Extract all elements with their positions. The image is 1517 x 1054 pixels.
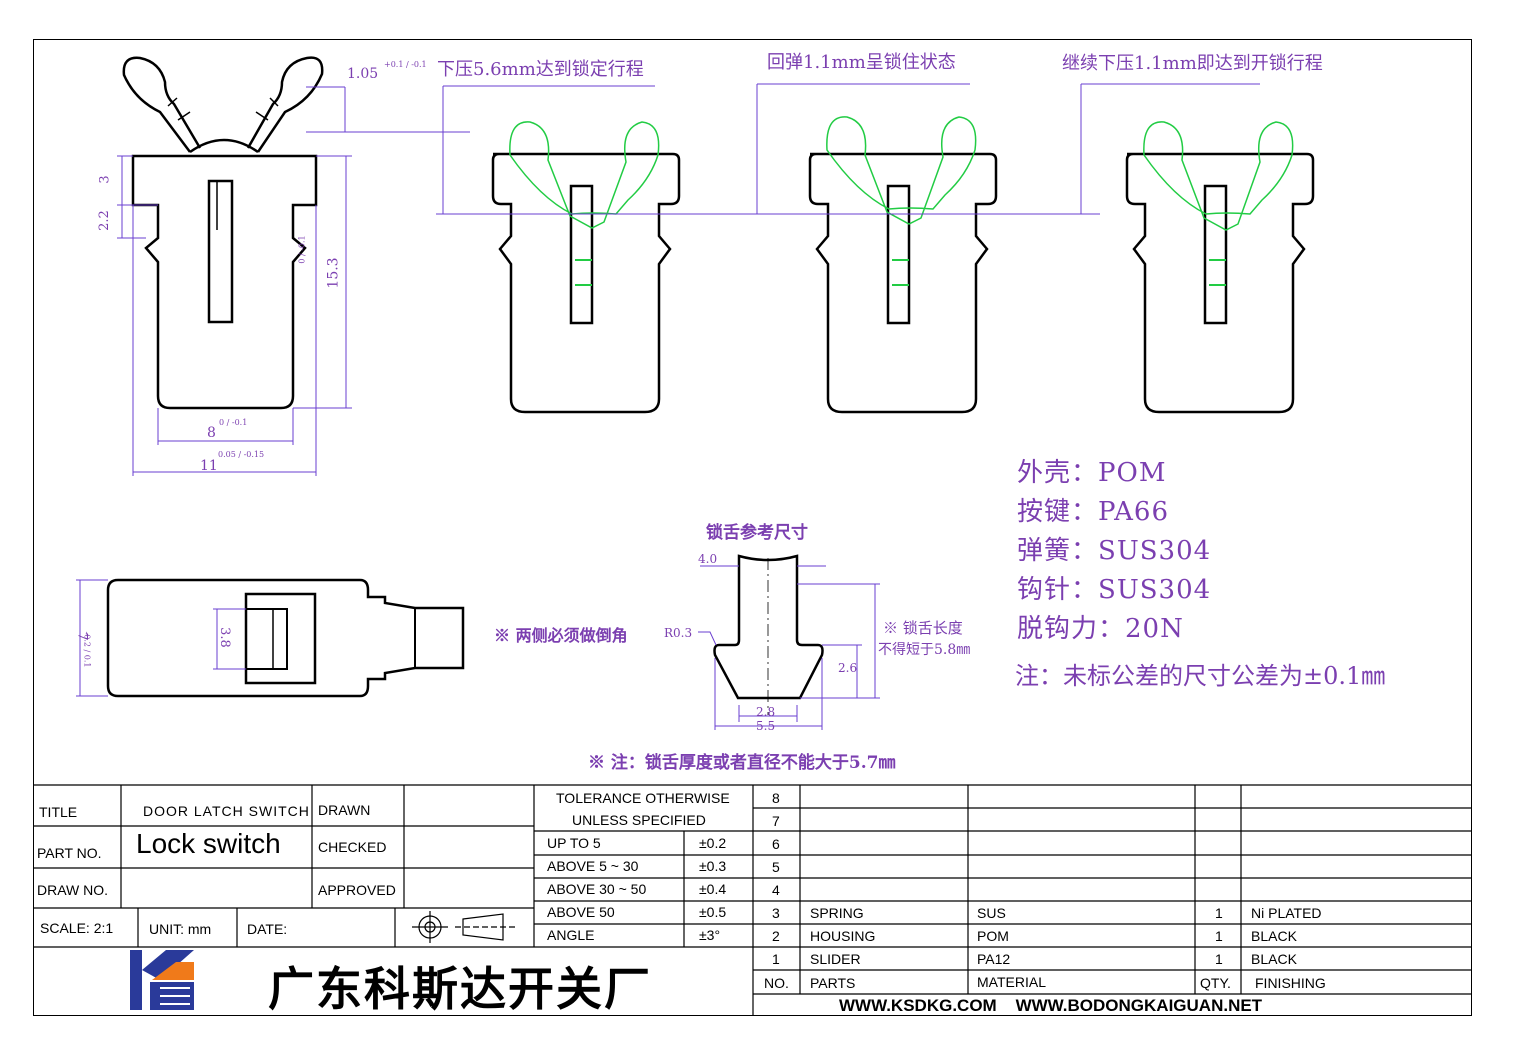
dim-3-8: 3.8	[216, 627, 232, 648]
dim-1-05: 1.05	[347, 66, 379, 82]
material-row: 外壳：POM	[1017, 458, 1167, 488]
step2-label: 回弹1.1mm呈锁住状态	[767, 52, 956, 73]
dim-4-0: 4.0	[698, 552, 718, 566]
state-view-3	[1125, 121, 1315, 414]
step1-label: 下压5.6mm达到锁定行程	[437, 59, 644, 80]
tongue-title: 锁舌参考尺寸	[706, 523, 808, 543]
tongue-reference	[698, 554, 880, 730]
part-value: Lock switch	[136, 828, 281, 859]
bom-finishing: Ni PLATED	[1251, 905, 1322, 921]
dim-2-2: 2.2	[96, 210, 112, 231]
dim-5-5: 5.5	[756, 719, 776, 733]
state-dimension-lines	[436, 83, 1260, 215]
title-value: DOOR LATCH SWITCH	[143, 803, 310, 819]
bom-row-number: 5	[772, 859, 780, 875]
drawn-label: DRAWN	[318, 802, 371, 818]
part-label: PART NO.	[37, 845, 102, 861]
bom-header-part: PARTS	[810, 975, 856, 991]
material-row: 脱钩力：20N	[1017, 614, 1184, 644]
draw-no-label: DRAW NO.	[37, 882, 109, 898]
bom-material: POM	[977, 928, 1009, 944]
tol-value: ±0.4	[699, 881, 727, 897]
projection-symbol-icon	[412, 911, 515, 943]
dim-11-tol: 0.05 / -0.15	[218, 450, 265, 459]
tolerance-note: 注：未标公差的尺寸公差为±0.1㎜	[1015, 662, 1386, 690]
bom-header-qty: QTY.	[1200, 975, 1231, 991]
tol-range: ABOVE 50	[547, 904, 615, 920]
bom-material: SUS	[977, 905, 1006, 921]
dim-15-3-tol: 0 / -0.1	[297, 235, 307, 264]
material-row: 钩针：SUS304	[1017, 575, 1212, 605]
bom-material: PA12	[977, 951, 1011, 967]
approved-label: APPROVED	[318, 882, 396, 898]
step3-label: 继续下压1.1mm即达到开锁行程	[1062, 53, 1323, 74]
chamfer-note: ※ 两侧必须做倒角	[494, 626, 628, 645]
bom-header-finishing: FINISHING	[1255, 975, 1326, 991]
tol-value: ±0.3	[699, 858, 727, 874]
dim-1-05-tol: +0.1 / -0.1	[384, 60, 427, 69]
tol-value: ±0.5	[699, 904, 727, 920]
checked-label: CHECKED	[318, 839, 387, 855]
tol-value: ±3°	[699, 927, 721, 943]
thickness-note: ※ 注：锁舌厚度或者直径不能大于5.7㎜	[588, 753, 896, 773]
tol-range: ABOVE 30 ~ 50	[547, 881, 647, 897]
bom-no: 3	[772, 905, 780, 921]
bom-row-number: 8	[772, 790, 780, 806]
dim-2-8: 2.8	[756, 705, 776, 719]
bom-part: SLIDER	[810, 951, 861, 967]
dim-2-6: 2.6	[838, 661, 858, 675]
title-block-grid	[33, 784, 1472, 1016]
bom-finishing: BLACK	[1251, 951, 1297, 967]
bom-no: 1	[772, 951, 780, 967]
bom-no: 2	[772, 928, 780, 944]
dim-8: 8	[207, 425, 216, 441]
dim-7-tol: -0.2 / 0.1	[82, 631, 92, 668]
bom-header-no: NO.	[764, 975, 789, 991]
tol-range: UP TO 5	[547, 835, 601, 851]
company-websites[interactable]: WWW.KSDKG.COM WWW.BODONGKAIGUAN.NET	[839, 996, 1263, 1015]
state-view-2	[808, 116, 998, 414]
tolerance-header-1: TOLERANCE OTHERWISE	[556, 790, 730, 806]
dim-3: 3	[97, 175, 113, 184]
dim-11: 11	[200, 458, 218, 474]
bom-finishing: BLACK	[1251, 928, 1297, 944]
bom-row-number: 6	[772, 836, 780, 852]
bom-part: SPRING	[810, 905, 864, 921]
unit-label: UNIT: mm	[149, 921, 212, 937]
scale-label: SCALE: 2:1	[40, 920, 114, 936]
bom-row-number: 4	[772, 882, 780, 898]
tol-range: ABOVE 5 ~ 30	[547, 858, 639, 874]
tolerance-header-2: UNLESS SPECIFIED	[572, 812, 706, 828]
tongue-length-note-2: 不得短于5.8㎜	[878, 642, 971, 658]
state-view-1	[491, 121, 681, 414]
tol-range: ANGLE	[547, 927, 595, 943]
bom-row-number: 7	[772, 813, 780, 829]
date-label: DATE:	[247, 921, 288, 937]
bom-qty: 1	[1215, 905, 1223, 921]
company-logo	[130, 950, 194, 1010]
bom-qty: 1	[1215, 951, 1223, 967]
title-label: TITLE	[39, 804, 78, 820]
bom-header-material: MATERIAL	[977, 974, 1046, 990]
bom-qty: 1	[1215, 928, 1223, 944]
front-view	[117, 56, 470, 476]
dim-8-tol: 0 / -0.1	[219, 418, 248, 427]
material-row: 按键：PA66	[1017, 497, 1169, 527]
tol-value: ±0.2	[699, 835, 727, 851]
dim-15-3: 15.3	[325, 257, 342, 289]
company-name: 广东科斯达开关厂	[268, 962, 652, 1016]
tongue-length-note-1: ※ 锁舌长度	[883, 619, 963, 637]
side-view	[76, 578, 465, 698]
bom-part: HOUSING	[810, 928, 876, 944]
material-row: 弹簧：SUS304	[1017, 536, 1212, 566]
radius-label: R0.3	[664, 626, 693, 640]
